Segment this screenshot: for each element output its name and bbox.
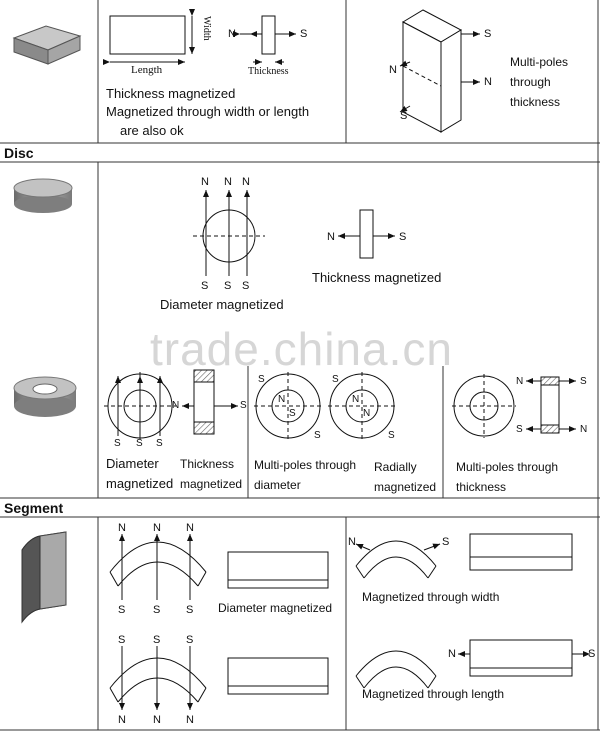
pole-label: S [580, 376, 587, 387]
section-segment: Segment [4, 500, 64, 516]
segment-diameter-top-drawing [109, 534, 329, 600]
ring-thickness-label-2: magnetized [180, 477, 243, 491]
segment-length-drawing [355, 639, 590, 689]
ring-radial-label-2: magnetized [374, 480, 437, 494]
multipole-label-3: thickness [510, 95, 561, 109]
pole-label: S [516, 424, 523, 435]
pole-label: N [278, 394, 286, 405]
pole-label: S [186, 604, 194, 616]
disc-diameter-drawing [193, 190, 265, 276]
pole-label: S [240, 400, 247, 411]
pole-label: S [186, 634, 194, 646]
ring-thickness-label-1: Thickness [180, 457, 235, 471]
disc-thickness-label: Thickness magnetized [312, 270, 442, 285]
ring-multipole-diameter-label-1: Multi-poles through [254, 458, 357, 472]
pole-label: S [588, 648, 596, 660]
pole-label: S [201, 280, 209, 292]
pole-label: N [186, 522, 194, 534]
ring-multipole-thickness-drawing [452, 374, 576, 438]
pole-label: S [153, 604, 161, 616]
block-note-3: are also ok [120, 123, 184, 138]
pole-label: S [314, 430, 321, 441]
ring-diameter-label-2: magnetized [106, 476, 174, 491]
pole-label: N [363, 408, 371, 419]
pole-label: S [300, 28, 308, 40]
pole-label: N [348, 536, 356, 548]
multipole-label-1: Multi-poles [510, 55, 569, 69]
ring-multipole-thickness-label-2: thickness [456, 480, 507, 494]
block-3d-icon [12, 25, 82, 65]
block-note-2: Magnetized through width or length [106, 104, 310, 119]
pole-label: N [153, 714, 161, 726]
pole-label: S [258, 374, 265, 385]
pole-label: N [153, 522, 161, 534]
segment-length-label: Magnetized through length [362, 687, 505, 701]
disc-3d-icon [13, 178, 73, 213]
pole-label: N [186, 714, 194, 726]
ring-thickness-drawing [182, 369, 238, 435]
pole-label: S [484, 28, 492, 40]
block-multipole-drawing [399, 9, 480, 133]
disc-diameter-label: Diameter magnetized [160, 297, 284, 312]
pole-label: S [388, 430, 395, 441]
segment-diameter-label: Diameter magnetized [218, 601, 333, 615]
pole-label: N [224, 176, 232, 188]
disc-thickness-drawing [338, 209, 395, 259]
pole-label: N [201, 176, 209, 188]
pole-label: N [484, 76, 492, 88]
pole-label: S [442, 536, 450, 548]
ring-radial-drawing [328, 372, 396, 440]
block-note-1: Thickness magnetized [106, 86, 236, 101]
pole-label: N [389, 64, 397, 76]
segment-width-drawing [355, 533, 573, 579]
ring-multipole-thickness-label-1: Multi-poles through [456, 460, 559, 474]
pole-label: N [580, 424, 588, 435]
segment-3d-icon [21, 531, 67, 624]
ring-multipole-diameter-label-2: diameter [254, 478, 301, 492]
pole-label: S [242, 280, 250, 292]
pole-label: N [327, 231, 335, 243]
thickness-label: Thickness [248, 66, 289, 77]
pole-label: S [289, 408, 296, 419]
pole-label: S [332, 374, 339, 385]
segment-diameter-bottom-drawing [109, 646, 329, 710]
ring-diameter-drawing [104, 372, 176, 440]
pole-label: N [242, 176, 250, 188]
pole-label: N [448, 648, 456, 660]
segment-width-label: Magnetized through width [362, 590, 500, 604]
pole-label: N [352, 394, 360, 405]
ring-diameter-label-1: Diameter [106, 456, 159, 471]
pole-label: S [399, 231, 407, 243]
section-disc: Disc [4, 145, 34, 161]
pole-label: N [118, 714, 126, 726]
multipole-label-2: through [510, 75, 551, 89]
ring-multipole-diameter-drawing [254, 372, 322, 440]
length-label: Length [131, 64, 163, 76]
pole-label: S [224, 280, 232, 292]
pole-label: S [136, 438, 143, 449]
pole-label: S [400, 110, 408, 122]
pole-label: S [114, 438, 121, 449]
pole-label: S [118, 604, 126, 616]
block-dimension-drawing [103, 9, 296, 65]
pole-label: N [516, 376, 524, 387]
pole-label: S [156, 438, 163, 449]
pole-label: S [153, 634, 161, 646]
width-label: Width [201, 16, 212, 41]
pole-label: N [172, 400, 180, 411]
pole-label: N [228, 28, 236, 40]
ring-3d-icon [13, 376, 77, 417]
ring-radial-label-1: Radially [374, 460, 417, 474]
watermark: trade.china.cn [150, 323, 453, 375]
pole-label: S [118, 634, 126, 646]
pole-label: N [118, 522, 126, 534]
